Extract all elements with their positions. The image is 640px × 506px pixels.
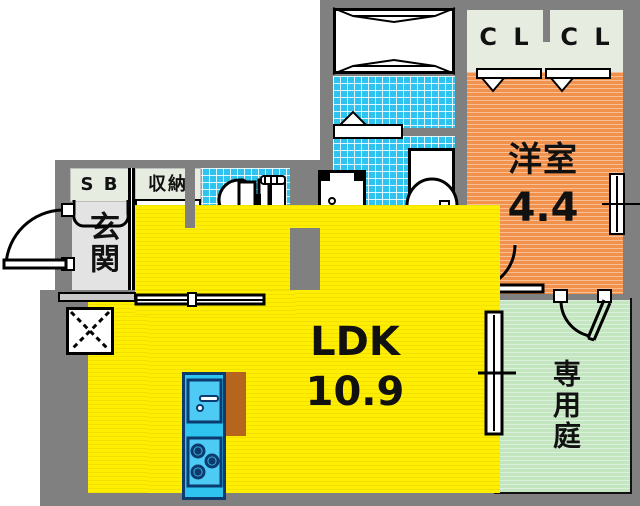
genkan-label: 玄関 — [84, 211, 119, 275]
closet-right-label: C L — [560, 23, 614, 51]
storage-label: 収納 — [148, 174, 188, 195]
entrance-door[interactable] — [2, 198, 80, 282]
bedroom-label: 洋室 — [508, 140, 578, 180]
wall-cap-above-ldk — [290, 228, 320, 290]
closet-left-label: C L — [479, 23, 533, 51]
gas-stove-3burner — [186, 436, 223, 488]
closet-divider — [543, 10, 550, 42]
garden-label: 専用庭 — [549, 358, 582, 452]
shoe-box-opening — [72, 200, 130, 228]
kitchen-counter — [224, 372, 246, 436]
kitchen-sink — [186, 378, 223, 424]
ldk-area-label: 10.9 — [305, 369, 405, 415]
room-garden — [496, 300, 630, 492]
shoe-box — [70, 168, 130, 202]
bedroom-area-label: 4.4 — [507, 185, 579, 231]
utility-box-detail — [332, 7, 456, 75]
closet-right-door[interactable] — [545, 68, 611, 79]
ldk-garden-window[interactable] — [478, 310, 518, 436]
garden-door[interactable] — [544, 289, 634, 352]
pillar-shaft-cross — [69, 310, 111, 352]
utility-box — [333, 8, 455, 74]
genkan-partition — [128, 168, 135, 290]
washroom-shelf-arrow — [337, 110, 369, 126]
closet-left-door[interactable] — [476, 68, 542, 79]
closet-door-arrows — [479, 77, 576, 93]
washroom-shelf — [333, 124, 403, 139]
ldk-label: LDK — [310, 319, 400, 365]
shoe-box-label: S B — [80, 174, 120, 195]
bedroom-window[interactable] — [602, 173, 640, 236]
ldk-west-window-sill — [58, 292, 136, 302]
ldk-west-window[interactable] — [134, 292, 266, 308]
wall-cap-tile-left — [185, 160, 195, 228]
